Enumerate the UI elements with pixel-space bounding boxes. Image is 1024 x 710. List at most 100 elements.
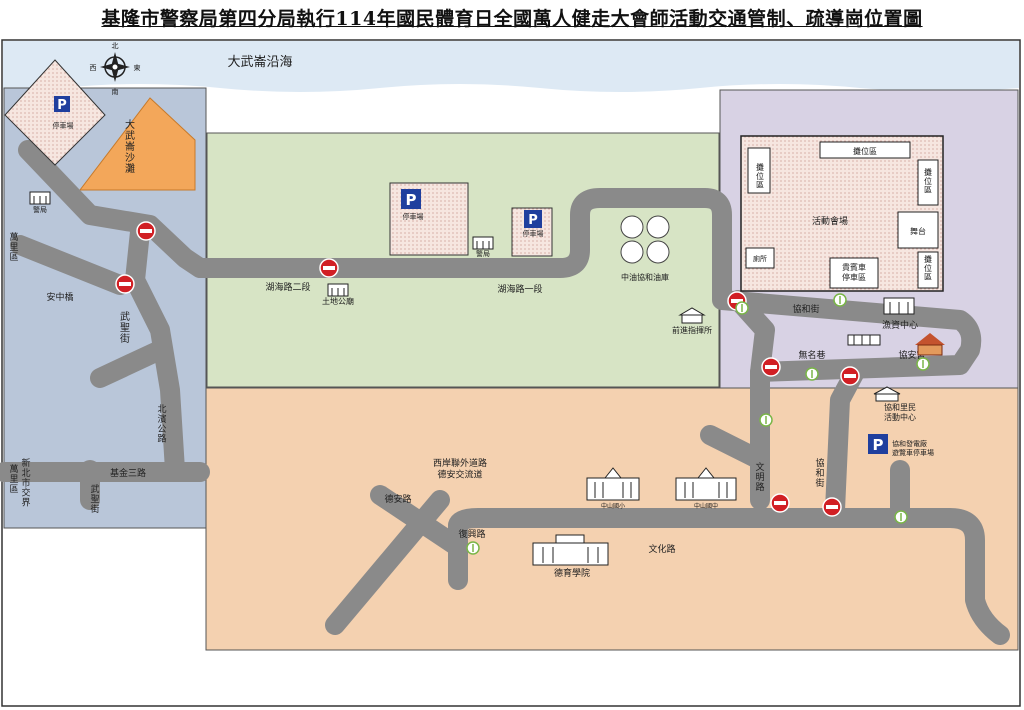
temple-icon: [327, 283, 349, 297]
sea-area: [3, 41, 1019, 92]
booth-top-box: [819, 141, 911, 159]
road-label-xiehe-north: 協和街: [792, 303, 819, 315]
guide-post-icon: [833, 293, 847, 307]
border-newtaipei: 新北市交界: [21, 457, 30, 509]
police-mid-label: 警局: [476, 249, 490, 258]
booth-top-label: 攤位區: [853, 146, 877, 156]
booth-left-box: [747, 147, 771, 194]
road-label-anzhong: 安中橋: [46, 291, 73, 303]
no-entry-icon: [822, 497, 842, 517]
road-label-wuming: 無名巷: [798, 349, 825, 361]
parking-sign-icon: P: [54, 96, 70, 113]
school-icon: [586, 467, 640, 501]
road-wenming: [728, 290, 775, 510]
fishing-center-icon: [883, 297, 915, 315]
district-wanli-bottom: 萬里區: [9, 463, 18, 495]
road-beining: [125, 222, 185, 480]
police-left-label: 警局: [33, 205, 47, 214]
no-entry-icon: [115, 274, 135, 294]
stage-label: 舞台: [910, 226, 926, 236]
parking-label-hubin-2: 停車場: [523, 229, 544, 238]
road-label-wenhua: 文化路: [648, 543, 675, 555]
temple-label: 土地公廟: [322, 296, 354, 306]
road-wusheng-north: [90, 340, 170, 388]
parking-sign-icon: P: [868, 434, 888, 454]
booth-right-bottom-label: 攤位區: [924, 254, 932, 282]
road-wenming-spur: [700, 425, 770, 470]
svg-text:P: P: [528, 213, 538, 228]
road-label-wenming: 文明路: [755, 461, 764, 493]
xiehe-activity-label: 協和里民活動中心: [884, 402, 916, 422]
stage-box: [897, 211, 939, 249]
svg-text:P: P: [57, 98, 67, 113]
deyu-label: 德育學院: [554, 567, 590, 579]
road-dean-cross: [370, 485, 465, 555]
compass-west: 西: [90, 64, 97, 72]
map-title: 基隆市警察局第四分局執行114年國民體育日全國萬人健走大會師活動交通管制、疏導崗…: [101, 8, 923, 30]
fishing-center-label: 漁資中心: [882, 319, 918, 331]
road-label-xiehe-south: 協和街: [815, 457, 824, 489]
road-label-wusheng-north: 武聖街: [120, 310, 130, 345]
guide-post-layer: [466, 293, 930, 555]
compass-east: 東: [134, 63, 141, 72]
beach-area: [78, 97, 196, 191]
beach-label: 大武崙沙灘: [125, 118, 135, 175]
oil-depot-label: 中油協和油庫: [621, 272, 669, 282]
police-station-icon: [29, 191, 51, 205]
college-icon: [532, 534, 609, 566]
no-entry-layer: [115, 221, 860, 517]
command-post-label: 前進指揮所: [672, 325, 712, 335]
road-label-dean: 德安路: [384, 493, 411, 505]
svg-text:P: P: [873, 436, 884, 454]
parking-sign-icon: P: [401, 189, 421, 209]
toilet-label: 廁所: [753, 254, 767, 263]
compass-north: 北: [112, 42, 119, 50]
parking-label-power-plant: 協和發電廠遊覽車停車場: [892, 439, 934, 457]
compass-icon: [100, 52, 130, 82]
parking-lot-beach: [4, 59, 106, 166]
venue-label: 活動會場: [812, 215, 848, 227]
parking-label-beach: 停車場: [53, 121, 74, 130]
parking-sign-icon: P: [524, 210, 542, 228]
guide-post-icon: [894, 510, 908, 524]
no-entry-icon: [761, 357, 781, 377]
building-icon: [847, 334, 881, 346]
booth-right-top-box: [917, 159, 939, 206]
guide-post-icon: [916, 357, 930, 371]
guide-post-icon: [759, 413, 773, 427]
parking-label-hubin-1: 停車場: [403, 212, 424, 221]
road-wenhua: [448, 508, 1010, 645]
toilet-box: [745, 247, 775, 269]
booth-left-label: 攤位區: [756, 162, 764, 190]
road-network: [0, 140, 1010, 645]
road-anzhong: [10, 235, 130, 295]
road-label-hubin-1: 湖海路一段: [497, 283, 542, 295]
district-wanli-top: 萬里區: [9, 231, 18, 263]
command-post-icon: [678, 307, 706, 324]
school-icon: [675, 467, 737, 501]
road-label-wusheng-south: 武聖街: [90, 483, 99, 515]
svg-text:P: P: [406, 191, 417, 209]
xiean-temple-icon: [915, 333, 945, 356]
school-1-label: 中山國小: [601, 502, 625, 510]
no-entry-icon: [319, 258, 339, 278]
guide-post-icon: [466, 541, 480, 555]
guide-post-icon: [805, 367, 819, 381]
road-label-jijin: 基金三路: [110, 467, 146, 479]
vip-parking-box: [829, 257, 879, 289]
guide-post-icon: [735, 301, 749, 315]
road-label-hubin-2: 湖海路二段: [265, 281, 310, 293]
road-label-beining: 北濱公路: [157, 404, 166, 445]
activity-center-icon: [873, 386, 901, 402]
oil-tanks: [620, 215, 670, 264]
compass-south: 南: [112, 87, 119, 96]
no-entry-icon: [840, 366, 860, 386]
school-2-label: 中山國中: [694, 502, 718, 510]
vip-parking-label: 貴賓車停車區: [842, 262, 866, 282]
no-entry-icon: [770, 493, 790, 513]
parking-lot-hubin-1: [389, 182, 469, 256]
road-hubin: [18, 140, 982, 382]
road-label-fuxing: 復興路: [458, 528, 485, 540]
